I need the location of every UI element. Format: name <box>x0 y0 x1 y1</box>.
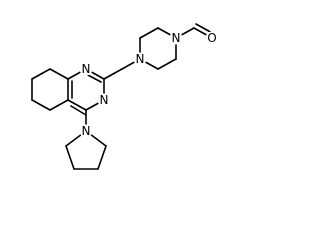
atom-n-piperazine-4: N <box>172 31 181 45</box>
bond <box>31 68 51 80</box>
atom-background <box>79 62 93 76</box>
atom-n-quinazoline-3: N <box>100 93 109 107</box>
atom-o-formyl: O <box>207 31 216 45</box>
atom-labels: N N N N N O <box>79 31 219 138</box>
bond <box>31 99 51 111</box>
atom-n-quinazoline-1: N <box>82 62 91 76</box>
atom-background <box>79 124 93 138</box>
bond <box>85 73 102 83</box>
bond <box>49 99 69 111</box>
pyrrolidine-ring <box>65 109 107 170</box>
atom-n-piperazine-1: N <box>136 52 145 66</box>
bond <box>103 68 123 80</box>
atom-background <box>133 52 147 66</box>
atom-background <box>169 31 183 45</box>
bond <box>97 145 107 170</box>
atom-n-pyrrolidine: N <box>82 124 91 138</box>
bond <box>139 27 159 39</box>
cyclohexane-ring <box>31 68 69 111</box>
atom-background <box>205 31 219 45</box>
chemical-structure: N N N N N O <box>31 23 219 170</box>
bond <box>49 68 69 80</box>
pyrimidine-ring <box>67 68 105 116</box>
bond <box>70 105 87 116</box>
bond <box>65 145 75 170</box>
bond <box>157 58 177 70</box>
bond <box>67 99 87 111</box>
atom-background <box>97 93 111 107</box>
